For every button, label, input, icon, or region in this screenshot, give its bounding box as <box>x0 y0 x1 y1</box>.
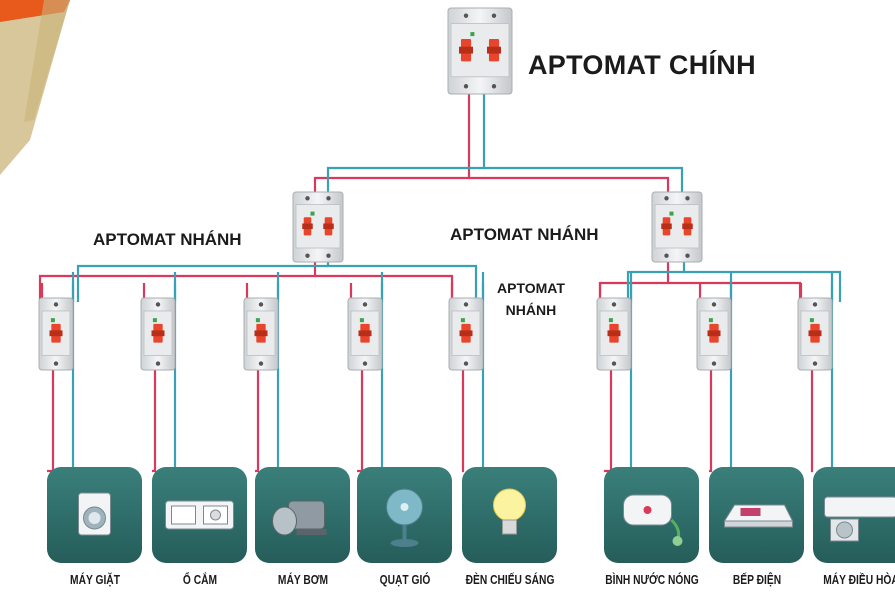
branch-breaker-label-right: APTOMAT NHÁNH <box>450 225 599 244</box>
appliance-tile <box>357 467 452 563</box>
wiring <box>38 90 842 473</box>
sub-branch-label: APTOMAT NHÁNH <box>497 277 565 321</box>
power-outlet-icon <box>165 500 234 530</box>
live-bus-left <box>38 258 317 302</box>
water-heater-icon <box>623 494 683 546</box>
live-wire-to-appliance <box>357 368 364 473</box>
appliance-label: MÁY BƠM <box>277 573 328 587</box>
live-bus-left-2 <box>315 274 454 302</box>
sub-breaker <box>347 297 383 371</box>
appliance-tile <box>47 467 142 563</box>
branch-breaker-left <box>292 191 344 263</box>
water-pump-icon <box>272 500 327 536</box>
appliance-label: BẾP ĐIỆN <box>732 573 781 587</box>
live-wire-to-appliance <box>152 368 157 473</box>
main-breaker-label: APTOMAT CHÍNH <box>528 50 756 80</box>
appliance-tile <box>152 467 247 563</box>
appliance-label: Ổ CẮM <box>182 573 217 587</box>
neutral-wire-main <box>482 90 684 196</box>
neutral-wire-main-left <box>326 166 484 196</box>
appliance-label: ĐÈN CHIẾU SÁNG <box>465 573 554 587</box>
sub-breaker <box>696 297 732 371</box>
appliance-tile <box>604 467 699 563</box>
electric-fan-icon <box>386 488 423 547</box>
branch-breaker-label-left: APTOMAT NHÁNH <box>93 230 242 249</box>
electric-stove-icon <box>723 504 794 528</box>
neutral-bus-right <box>682 258 842 302</box>
sub-branch-label-line2: NHÁNH <box>505 302 557 318</box>
sub-breaker <box>38 297 74 371</box>
neutral-bus-left-2 <box>76 264 328 302</box>
appliance-tiles <box>47 467 895 563</box>
sub-breaker <box>140 297 176 371</box>
breakers <box>38 7 833 371</box>
appliance-label: MÁY GIẶT <box>69 573 120 587</box>
appliance-label: QUẠT GIÓ <box>379 573 430 587</box>
light-bulb-icon <box>493 488 526 535</box>
appliance-tile <box>255 467 350 563</box>
washing-machine-icon <box>78 492 111 536</box>
main-breaker <box>447 7 513 95</box>
live-wire-main-right <box>469 176 670 196</box>
sub-breaker <box>243 297 279 371</box>
live-wire-to-appliance <box>709 368 713 473</box>
sub-branch-label-line1: APTOMAT <box>497 280 565 296</box>
branch-breaker-right <box>651 191 703 263</box>
live-wire-main <box>313 90 471 196</box>
live-wire-to-appliance <box>604 368 613 473</box>
appliance-tile <box>813 467 895 563</box>
appliance-label: BÌNH NƯỚC NÓNG <box>604 573 699 587</box>
sub-breaker <box>596 297 632 371</box>
corner-decoration <box>0 0 70 175</box>
live-bus-right <box>598 258 670 302</box>
neutral-bus-right-2 <box>626 270 684 302</box>
live-wire-to-appliance <box>47 368 55 473</box>
air-conditioner-icon <box>824 496 895 542</box>
live-bus-right-2 <box>668 281 802 302</box>
live-wire-to-appliance <box>255 368 260 473</box>
live-wire-to-appliance <box>810 368 814 473</box>
live-wire-to-appliance <box>461 368 465 473</box>
sub-breaker <box>448 297 484 371</box>
appliance-tile <box>462 467 557 563</box>
appliance-label: MÁY ĐIỀU HÒA <box>822 573 895 587</box>
appliance-tile <box>709 467 804 563</box>
sub-breaker <box>797 297 833 371</box>
